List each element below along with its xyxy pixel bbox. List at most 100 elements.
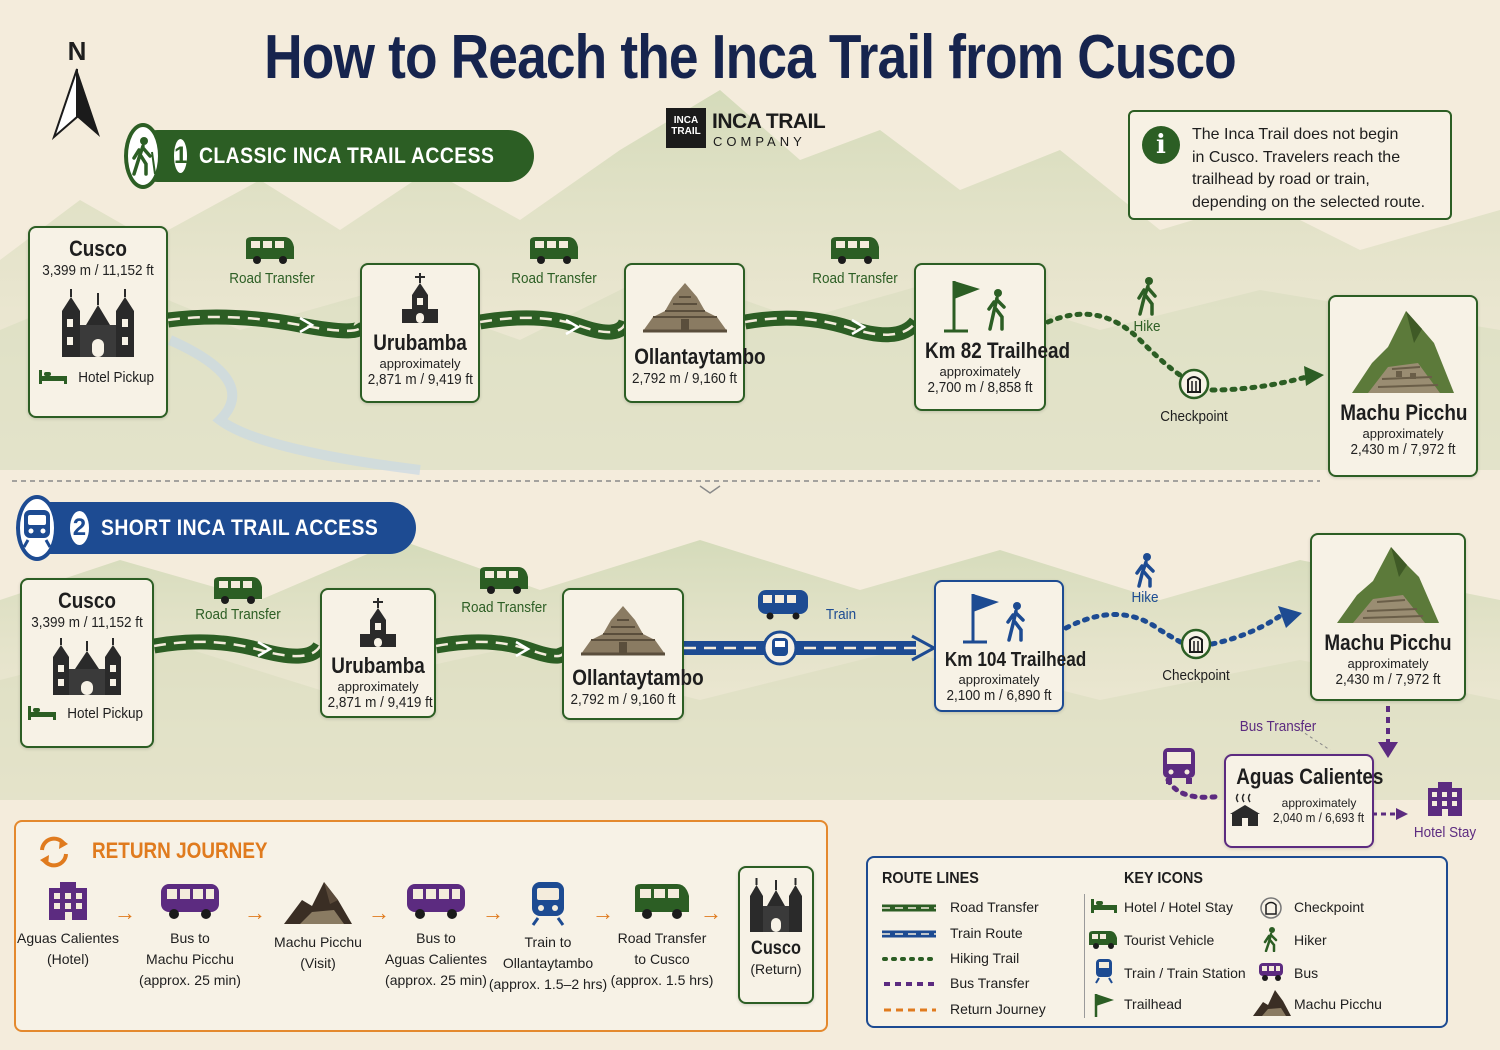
route2-checkpoint-label: Checkpoint [1162,667,1230,684]
return-step-line: Aguas Calientes [17,930,119,946]
return-step-line: (approx. 1.5–2 hrs) [488,976,608,992]
info-line: trailhead by road or train, [1192,171,1370,188]
route1-segment-label: Road Transfer [812,270,898,287]
van-icon [635,884,689,919]
info-box: i The Inca Trail does not begin in Cusco… [1128,110,1452,220]
return-step: Bus to Aguas Calientes (approx. 25 min) [376,880,496,991]
hiker-icon [132,137,156,176]
ruins-icon [581,606,665,656]
route2-node-ollantaytambo: Ollantaytambo 2,792 m / 9,160 ft [562,588,704,720]
legend-icon-label: Trailhead [1124,996,1182,1012]
bus-icon [407,884,465,919]
info-line: depending on the selected route. [1192,193,1426,211]
van-icon [246,237,294,264]
return-step: Road Transfer to Cusco (approx. 1.5 hrs) [602,880,722,991]
return-step-line: Aguas Calientes [385,951,487,967]
bus-icon [161,884,219,919]
legend-divider [1084,894,1085,1018]
north-label: N [67,36,87,66]
return-cycle-icon [40,836,68,868]
node-altitude: 2,430 m / 7,972 ft [1350,441,1456,458]
hotel-stay-label: Hotel Stay [1413,824,1477,841]
aguas-calientes-node: Aguas Calientes approximately 2,040 m / … [1224,754,1383,848]
page-title: How to Reach the Inca Trail from Cusco [264,23,1237,92]
return-step-line: Machu Picchu [274,934,362,950]
route1-hike-label: Hike [1133,318,1161,335]
node-name: Ollantaytambo [634,344,766,369]
return-step: Train to Ollantaytambo (approx. 1.5–2 hr… [488,880,608,995]
van-icon [1089,931,1117,949]
route2-segment-label: Road Transfer [195,606,281,623]
checkpoint-icon [1178,368,1210,400]
train-car-icon [758,590,808,620]
route2-node-urubamba: Urubamba approximately 2,871 m / 9,419 f… [320,588,436,718]
road-line [167,309,923,343]
return-step-line: Cusco [751,938,801,959]
logo-sub: COMPANY [713,134,806,149]
node-approx: approximately [939,364,1021,379]
node-name: Km 104 Trailhead [944,649,1087,671]
north-arrow: N [50,36,104,141]
return-arrow: → [244,900,266,925]
route2-segment-label: Road Transfer [461,599,547,616]
node-name: Machu Picchu [1340,400,1468,425]
node-approx: approximately [337,679,419,694]
return-step-line: (Visit) [300,955,336,971]
hiking-trail-line [1063,606,1302,647]
van-icon [480,567,528,594]
legend-icon-label: Train / Train Station [1124,965,1246,981]
legend-icon-label: Hiker [1294,932,1327,948]
bus-icon [1259,963,1283,981]
legend-panel: ROUTE LINES Road Transfer Train Route Hi… [866,856,1448,1028]
route1-segment-label: Road Transfer [229,270,315,287]
node-altitude: 2,792 m / 9,160 ft [570,691,676,708]
train-icon [531,882,565,926]
node-approx: approximately [1362,426,1444,441]
legend-line-label: Bus Transfer [950,975,1030,991]
node-name: Urubamba [331,653,425,678]
route2-label: SHORT INCA TRAIL ACCESS [100,515,379,540]
hotel-bed-icon [27,706,56,720]
node-altitude: 2,871 m / 9,419 ft [367,371,473,388]
node-name: Machu Picchu [1324,630,1452,655]
hiker-icon [1135,553,1155,588]
legend-line-label: Road Transfer [950,899,1039,915]
legend-icon-label: Bus [1294,965,1319,981]
machu-picchu-icon [1337,547,1439,623]
route1-banner: 1 CLASSIC INCA TRAIL ACCESS [124,123,534,189]
legend-icon-label: Machu Picchu [1294,996,1382,1012]
return-step: Bus to Machu Picchu (approx. 25 min) [130,880,250,991]
route2-banner: 2 SHORT INCA TRAIL ACCESS [16,495,416,561]
train-icon [1095,959,1113,984]
return-step-line: (approx. 1.5 hrs) [610,972,714,988]
node-name: Cusco [69,236,127,261]
route1-lines [167,309,1324,393]
legend-key-icons-title: KEY ICONS [1124,870,1203,887]
hotel-icon [1428,782,1462,816]
logo-name: INCA TRAIL [712,110,826,133]
legend-icon-label: Tourist Vehicle [1124,932,1215,948]
node-approx: approximately [958,672,1040,687]
checkpoint-icon [1180,628,1212,660]
node-name: Ollantaytambo [572,665,704,690]
node-altitude: 3,399 m / 11,152 ft [31,614,143,631]
return-step: Machu Picchu (Visit) [258,880,378,974]
legend-route-lines-title: ROUTE LINES [882,870,979,887]
legend-icon-label: Hotel / Hotel Stay [1124,899,1233,915]
van-icon [530,237,578,264]
return-step-line: Road Transfer [617,930,707,946]
node-note: Hotel Pickup [67,704,143,722]
hotel-icon [49,882,87,920]
route1-node-urubamba: Urubamba approximately 2,871 m / 9,419 f… [360,263,480,403]
node-approx: approximately [379,356,461,371]
route1-badge [124,123,162,189]
node-altitude: 3,399 m / 11,152 ft [42,262,154,279]
bus-icon [1163,748,1195,784]
route1-node-cusco: Cusco 3,399 m / 11,152 ft Hotel Pickup [28,226,168,418]
return-title: RETURN JOURNEY [92,838,268,863]
hotel-bed-icon [38,370,67,384]
return-step-line: (approx. 25 min) [385,972,487,988]
van-icon [831,237,879,264]
